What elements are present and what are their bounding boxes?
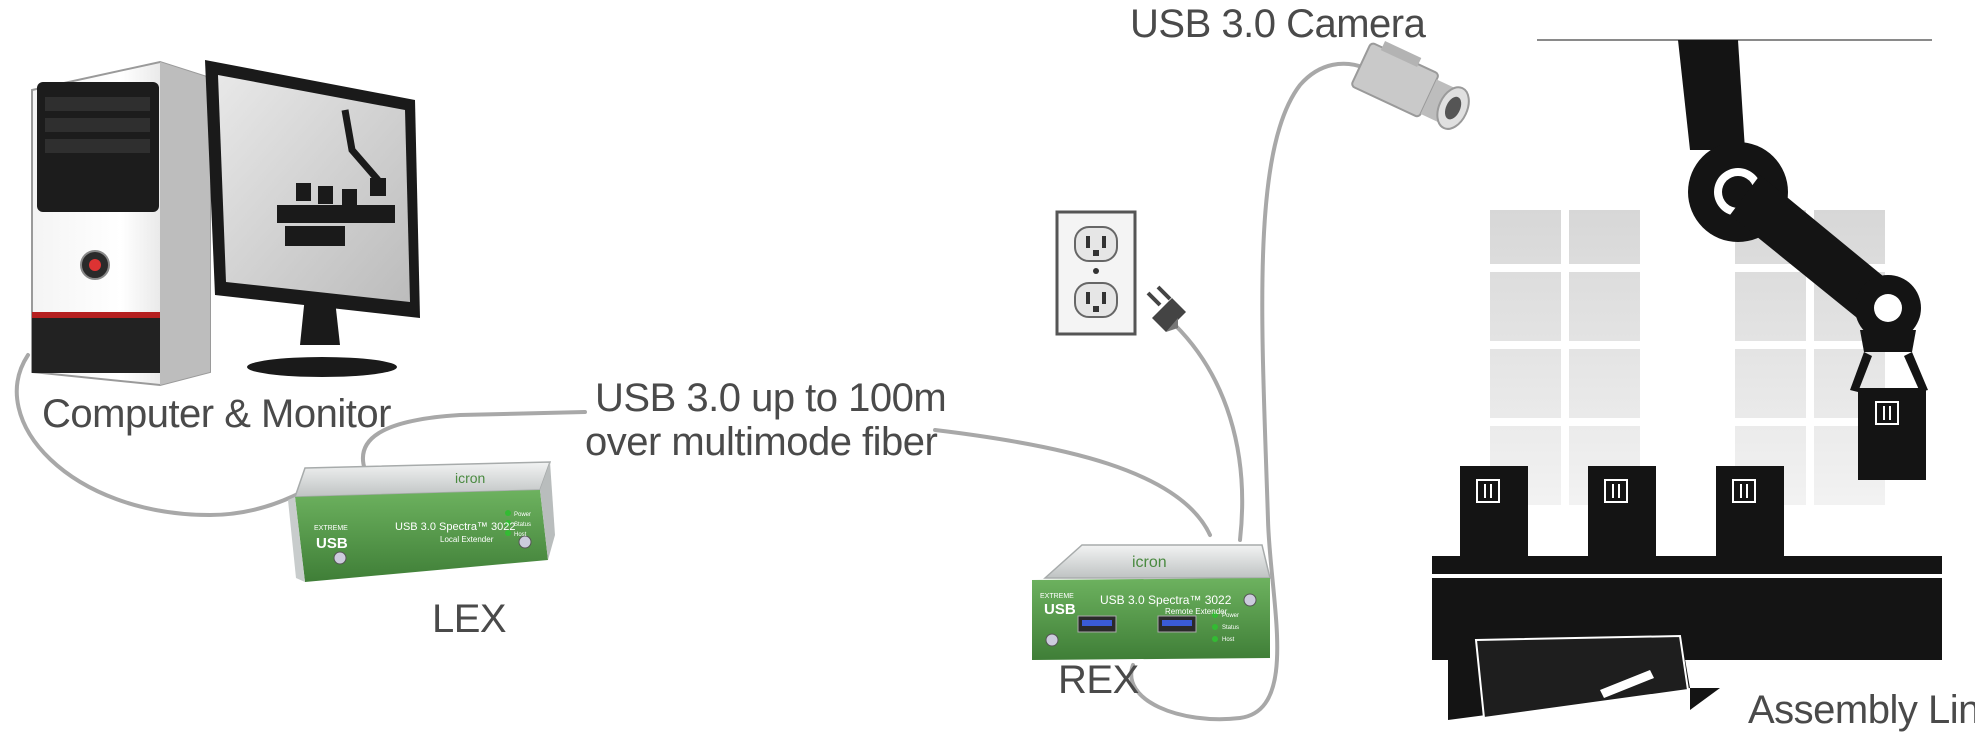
lex-badge-bottom: USB xyxy=(316,535,348,552)
link-label-line2: over multimode fiber xyxy=(585,420,938,464)
power-cord xyxy=(1173,323,1245,542)
computer-tower xyxy=(31,60,211,387)
box-1 xyxy=(1460,466,1528,560)
rex-device xyxy=(1032,544,1271,660)
factory-window-left xyxy=(1490,210,1640,505)
computer-label: Computer & Monitor xyxy=(42,392,391,436)
usb-camera xyxy=(1351,41,1470,130)
assembly-line-label: Assembly Line xyxy=(1748,688,1975,732)
rex-badge-top: EXTREME xyxy=(1040,593,1074,600)
rex-brand: icron xyxy=(1132,554,1167,571)
rex-led-host: Host xyxy=(1222,637,1235,643)
rex-device-text: icron USB 3.0 Spectra™ 3022 Remote Exten… xyxy=(1040,554,1239,643)
lex-product: USB 3.0 Spectra™ 3022 xyxy=(395,521,515,533)
camera-label: USB 3.0 Camera xyxy=(1130,2,1426,46)
wall-outlet xyxy=(1055,210,1137,336)
camera-cable xyxy=(1129,61,1367,722)
assembly-line xyxy=(1432,39,1942,720)
box-2 xyxy=(1588,466,1656,560)
computer-monitor xyxy=(205,60,420,377)
power-plug xyxy=(1146,285,1186,332)
lex-device-text: icron USB 3.0 Spectra™ 3022 Local Extend… xyxy=(314,470,531,552)
fiber-cable-right xyxy=(933,428,1212,537)
held-box xyxy=(1858,388,1926,480)
rex-subtitle: Remote Extender xyxy=(1165,607,1228,616)
rex-led-status: Status xyxy=(1222,625,1239,631)
link-label-line1: USB 3.0 up to 100m xyxy=(595,376,947,420)
lex-led-status: Status xyxy=(514,522,531,528)
lex-led-power: Power xyxy=(514,512,531,518)
conveyor-belt xyxy=(1432,556,1942,720)
rex-product: USB 3.0 Spectra™ 3022 xyxy=(1100,593,1232,607)
box-3 xyxy=(1716,466,1784,560)
lex-brand: icron xyxy=(455,470,485,486)
robot-arm xyxy=(1678,40,1928,392)
rex-label: REX xyxy=(1058,658,1139,702)
rex-badge-bottom: USB xyxy=(1044,601,1076,618)
lex-badge-top: EXTREME xyxy=(314,525,348,532)
lex-device xyxy=(288,461,555,582)
lex-led-host: Host xyxy=(514,532,527,538)
lex-subtitle: Local Extender xyxy=(440,535,494,544)
lex-label: LEX xyxy=(432,597,507,641)
fiber-cable-left xyxy=(361,410,587,472)
rex-led-power: Power xyxy=(1222,613,1239,619)
